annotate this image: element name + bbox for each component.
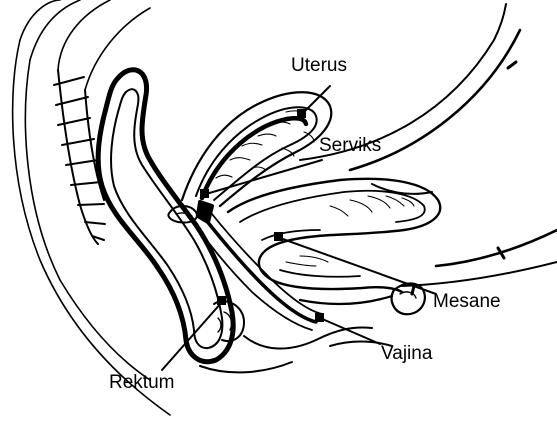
rectum (98, 70, 244, 362)
label-vajina: Vajina (381, 344, 432, 363)
label-serviks: Serviks (319, 136, 381, 155)
label-mesane: Mesane (433, 292, 501, 311)
label-rektum: Rektum (109, 373, 174, 392)
uterus (182, 92, 331, 206)
label-uterus: Uterus (291, 56, 347, 75)
left-body-wall (13, 0, 170, 415)
leader-mesane (274, 232, 436, 294)
